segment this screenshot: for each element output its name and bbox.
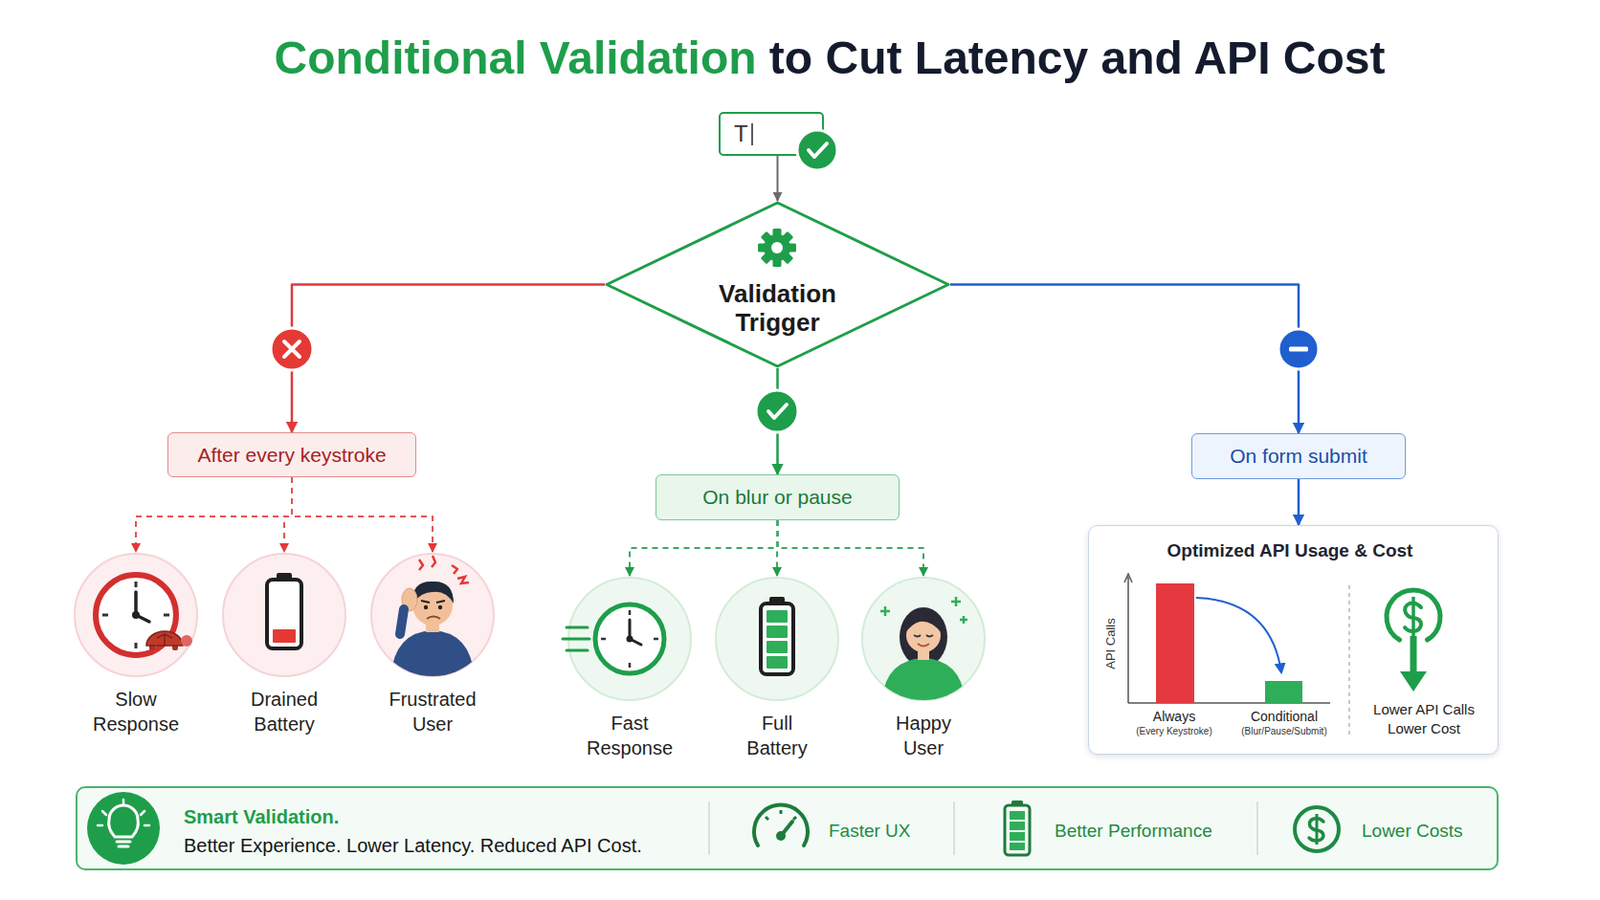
trigger-label: On form submit bbox=[1229, 444, 1368, 467]
outcome-label: Full Battery bbox=[731, 711, 823, 761]
connector-arrow bbox=[291, 477, 433, 553]
circle-outline bbox=[568, 577, 691, 701]
outcome-label: Frustrated User bbox=[386, 687, 479, 737]
trigger-label: After every keystroke bbox=[197, 444, 386, 467]
outcome-circle: Slow Response bbox=[72, 552, 200, 679]
text-input-box: T bbox=[718, 111, 824, 156]
trigger-box: After every keystroke bbox=[167, 432, 417, 478]
connector-arrow bbox=[777, 155, 779, 201]
summary-text: Faster UX bbox=[828, 820, 1011, 844]
connector-arrow bbox=[777, 520, 925, 577]
panel-text: Conditional bbox=[1236, 708, 1333, 726]
input-text: T bbox=[733, 121, 749, 147]
circle-outline bbox=[566, 576, 693, 703]
panel-text: API Calls bbox=[1103, 605, 1119, 683]
panel-text: Always bbox=[1126, 708, 1223, 726]
connector-arrow bbox=[284, 477, 292, 553]
outcome-label: Drained Battery bbox=[238, 687, 331, 737]
neutral-symbol bbox=[1288, 347, 1309, 353]
trigger-box: On blur or pause bbox=[655, 474, 900, 521]
circle-outline bbox=[221, 552, 348, 679]
outcome-circle: Frustrated User bbox=[369, 552, 496, 679]
panel-text: (Blur/Pause/Submit) bbox=[1231, 725, 1337, 739]
connector-arrow bbox=[135, 477, 292, 553]
accept-symbol bbox=[768, 404, 787, 419]
circle-outline bbox=[369, 552, 496, 679]
circle-outline bbox=[371, 554, 494, 677]
connector-arrow bbox=[1297, 479, 1301, 526]
connector-arrow bbox=[776, 368, 779, 475]
summary-text: Better Experience. Lower Latency. Reduce… bbox=[183, 834, 720, 858]
circle-outline bbox=[222, 554, 346, 677]
panel-text: Lower API Calls Lower Cost bbox=[1366, 700, 1482, 739]
summary-band: Smart Validation. Better Experience. Lowe… bbox=[75, 786, 1499, 871]
diagram-title: Conditional Validation to Cut Latency an… bbox=[274, 31, 1386, 86]
outcome-label: Slow Response bbox=[89, 687, 182, 737]
outcome-circle: Fast Response bbox=[566, 576, 693, 703]
neutral-symbol bbox=[1278, 329, 1319, 370]
neutral-symbol bbox=[1278, 329, 1319, 370]
decision-label: Validation Trigger bbox=[700, 279, 855, 337]
outcome-label: Happy User bbox=[877, 711, 970, 761]
circle-outline bbox=[713, 576, 841, 703]
accept-symbol bbox=[755, 390, 799, 433]
reject-symbol bbox=[270, 328, 313, 371]
connector-arrow bbox=[776, 520, 779, 577]
panel-text: Optimized API Usage & Cost bbox=[1098, 539, 1482, 563]
accept-symbol bbox=[755, 390, 799, 433]
outcome-circle: Drained Battery bbox=[221, 552, 348, 679]
trigger-box: On form submit bbox=[1191, 433, 1406, 480]
circle-outline bbox=[72, 552, 200, 679]
connector-arrow bbox=[291, 285, 605, 434]
outcome-circle: Happy User bbox=[860, 576, 987, 703]
diamond-outline bbox=[606, 202, 949, 367]
circle-outline bbox=[715, 577, 839, 701]
trigger-label: On blur or pause bbox=[702, 486, 852, 509]
panel-text: (Every Keystroke) bbox=[1121, 725, 1227, 739]
decision-diamond: Validation Trigger bbox=[604, 200, 951, 369]
connector-arrow bbox=[950, 285, 1299, 435]
summary-text: Lower Costs bbox=[1361, 820, 1496, 844]
summary-text: Smart Validation. bbox=[183, 805, 720, 829]
summary-text: Better Performance bbox=[1054, 820, 1313, 844]
outcome-circle: Full Battery bbox=[713, 576, 841, 703]
connector-arrow bbox=[629, 520, 778, 577]
circle-outline bbox=[862, 577, 985, 701]
result-panel: Optimized API Usage & CostAPI CallsAlway… bbox=[1088, 525, 1499, 756]
reject-symbol bbox=[270, 328, 313, 371]
outcome-label: Fast Response bbox=[583, 711, 676, 761]
reject-symbol bbox=[284, 341, 300, 357]
circle-outline bbox=[74, 554, 198, 677]
circle-outline bbox=[860, 576, 987, 703]
